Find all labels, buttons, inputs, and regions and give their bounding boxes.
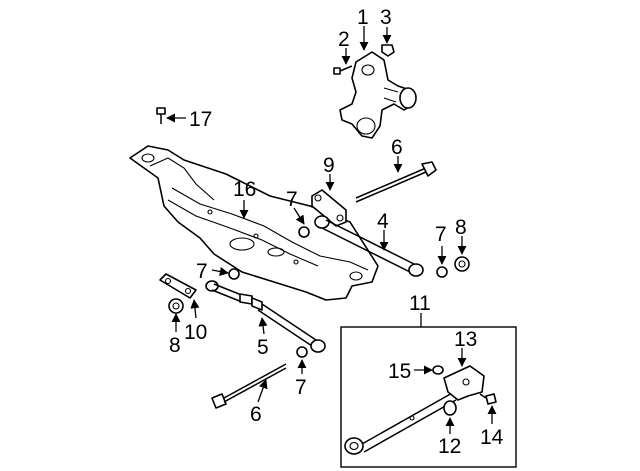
bolt-part-6-upper [355, 161, 437, 203]
callout-13: 13 [454, 328, 477, 351]
bushing-part-12 [443, 400, 457, 416]
callout-7-upper-left: 7 [286, 188, 298, 211]
washer-part-7d [296, 346, 308, 358]
bracket-part-13 [443, 365, 485, 401]
washer-part-7b [436, 266, 448, 278]
callout-8-left: 8 [169, 334, 181, 357]
callout-10: 10 [184, 321, 207, 344]
callout-5: 5 [257, 336, 269, 359]
callout-12: 12 [438, 435, 461, 458]
nut-part-8a [454, 256, 470, 272]
trailing-arm [344, 391, 457, 455]
bolt-part-14 [479, 393, 497, 405]
callout-8-right: 8 [455, 216, 467, 239]
callout-labels: 1 2 3 4 5 6 6 7 7 7 7 8 8 9 10 11 12 13 … [169, 6, 504, 458]
callout-7-right: 7 [435, 223, 447, 246]
callout-1: 1 [357, 6, 369, 29]
washer-part-7a [298, 226, 310, 238]
callout-3: 3 [380, 6, 392, 29]
bolt-part-2 [333, 65, 353, 75]
nut-part-8b [168, 298, 184, 314]
callout-9: 9 [323, 154, 335, 177]
callout-17: 17 [189, 108, 212, 131]
callout-7-lower: 7 [295, 376, 307, 399]
callout-2: 2 [338, 28, 350, 51]
bracket-part-9 [311, 189, 347, 227]
lateral-link-part-5 [205, 280, 326, 353]
washer-part-15 [432, 365, 444, 375]
leader-lines [166, 26, 497, 434]
callout-11: 11 [409, 292, 431, 315]
callout-6-upper: 6 [391, 136, 403, 159]
callout-4: 4 [377, 210, 389, 233]
washer-part-7c [228, 268, 240, 280]
callout-14: 14 [480, 426, 504, 449]
nut-part-3 [381, 44, 395, 57]
bolt-part-17 [156, 107, 166, 124]
callout-7-middle: 7 [196, 260, 208, 283]
callout-16: 16 [233, 178, 256, 201]
callout-6-lower: 6 [250, 403, 262, 426]
knuckle-part-1 [339, 51, 417, 139]
crossmember-part-16 [129, 145, 379, 301]
plate-part-10 [159, 273, 197, 299]
bolt-part-6-lower [211, 363, 287, 409]
inset-box-part-11 [340, 326, 517, 468]
callout-15: 15 [388, 360, 411, 383]
control-arm-part-4 [314, 215, 424, 277]
